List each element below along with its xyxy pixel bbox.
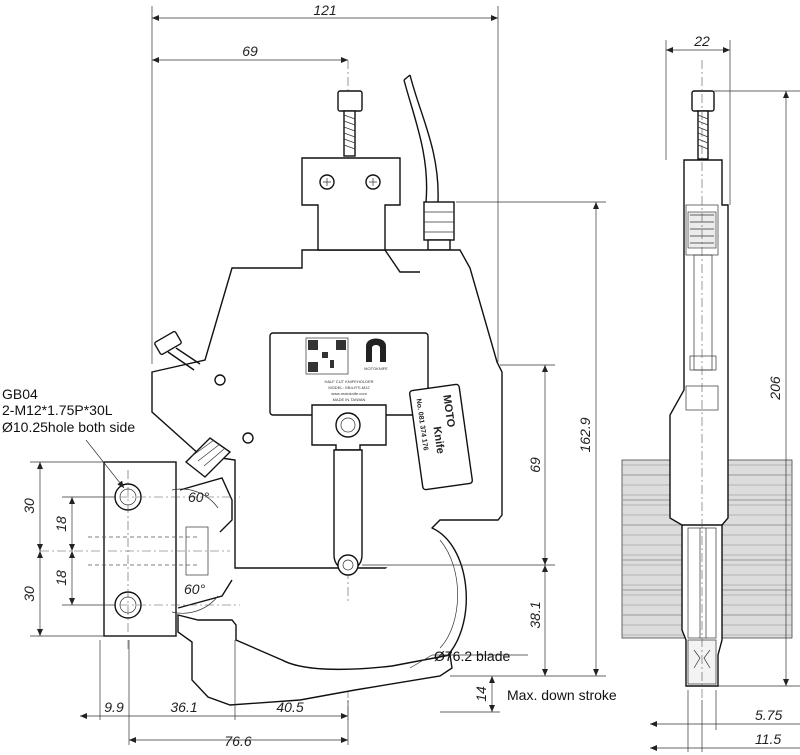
cable-connector xyxy=(423,201,455,251)
dim-76-6: 76.6 xyxy=(224,733,251,749)
left-set-screw xyxy=(154,330,201,371)
side-brand-tag: MOTO Knife No. 081 374 176 xyxy=(408,383,474,491)
cable xyxy=(409,74,439,203)
plate-line-4: MADE IN TAIWAN xyxy=(333,397,366,402)
side-view xyxy=(621,60,793,700)
side-brand-2: Knife xyxy=(431,426,447,455)
dim-36-1: 36.1 xyxy=(170,699,197,715)
dim-206: 206 xyxy=(767,376,783,401)
dim-11-5: 11.5 xyxy=(755,731,781,747)
dim-162-9: 162.9 xyxy=(577,417,593,452)
dim-30-bottom: 30 xyxy=(21,586,37,602)
note-stroke: Max. down stroke xyxy=(507,687,617,703)
note-mount-hole: Ø10.25hole both side xyxy=(2,419,135,435)
upper-block xyxy=(301,157,401,251)
dim-40-5: 40.5 xyxy=(276,699,303,715)
side-brand-1: MOTO xyxy=(440,394,457,429)
guide-slot xyxy=(333,449,363,571)
plate-line-2: MODEL: GB4-RTI-M12 xyxy=(328,385,370,390)
note-blade: Ø76.2 blade xyxy=(434,648,510,664)
mount-hole-small xyxy=(242,432,254,444)
dim-69-right: 69 xyxy=(527,457,543,473)
dim-121: 121 xyxy=(313,2,336,18)
plate-line-3: www.motoknife.com xyxy=(331,391,367,396)
angle-bottom: 60° xyxy=(184,581,206,597)
dim-38-1: 38.1 xyxy=(527,601,543,628)
dim-14: 14 xyxy=(473,686,489,702)
dim-22: 22 xyxy=(693,33,710,49)
mount-block xyxy=(40,461,240,650)
note-mount-code: GB04 xyxy=(2,386,38,402)
dim-30-top: 30 xyxy=(21,498,37,514)
angle-top: 60° xyxy=(188,489,210,505)
dim-9-9: 9.9 xyxy=(104,699,124,715)
mount-hole-small xyxy=(214,374,226,386)
dim-18-top: 18 xyxy=(53,516,69,532)
dim-5-75: 5.75 xyxy=(755,707,782,723)
bottom-pivot xyxy=(337,554,359,576)
dim-69-top: 69 xyxy=(242,43,258,59)
name-plate: MOTOKNIFE HALF CUT KNIFEHOLDER MODEL: GB… xyxy=(269,332,429,416)
note-mount-thread: 2-M12*1.75P*30L xyxy=(2,402,113,418)
logo-text: MOTOKNIFE xyxy=(364,366,388,371)
plate-line-1: HALF CUT KNIFEHOLDER xyxy=(324,379,373,384)
lower-set-screw xyxy=(184,437,232,478)
motoknife-logo xyxy=(366,338,386,362)
top-bolt xyxy=(337,90,363,157)
lower-jaw xyxy=(177,614,453,706)
dim-18-bottom: 18 xyxy=(53,570,69,586)
front-view: MOTOKNIFE HALF CUT KNIFEHOLDER MODEL: GB… xyxy=(151,60,503,720)
